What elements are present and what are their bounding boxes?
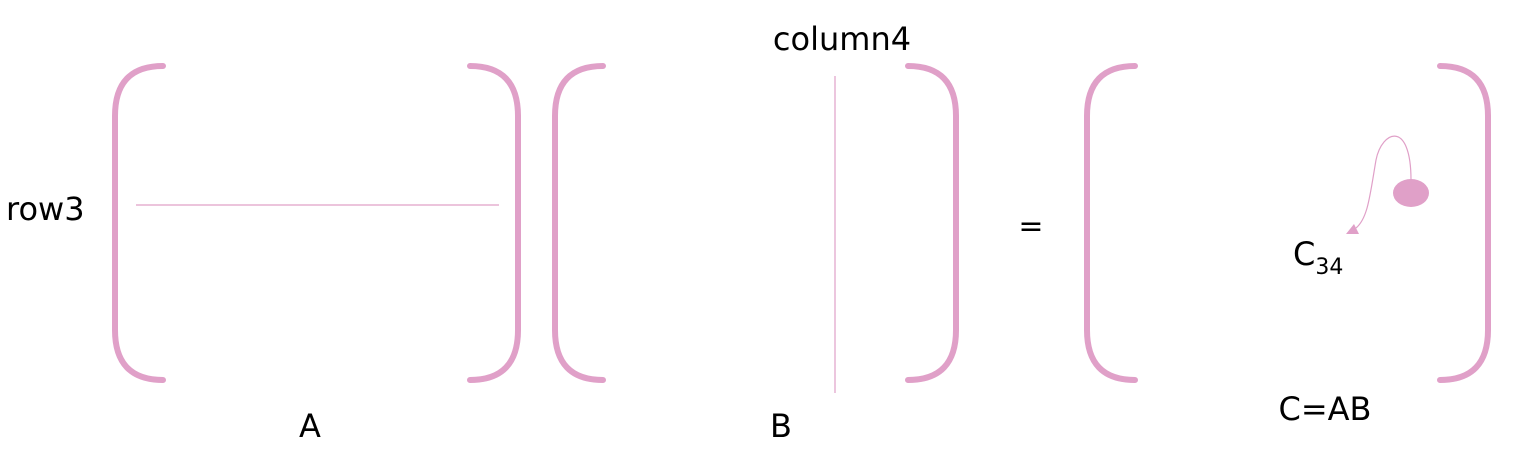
matrix-c-right-bracket xyxy=(1437,63,1491,383)
element-pointer-arrowhead xyxy=(1346,224,1359,234)
matrix-c xyxy=(1084,63,1491,383)
matrix-a-right-bracket xyxy=(467,63,521,383)
column-label: column4 xyxy=(773,20,911,58)
matrix-a xyxy=(112,63,521,383)
row-label: row3 xyxy=(6,190,85,228)
element-c34-label: C34 xyxy=(1293,235,1343,280)
matrix-b xyxy=(552,63,959,393)
element-pointer-curve xyxy=(1355,135,1412,229)
matrix-c-left-bracket xyxy=(1084,63,1138,383)
element-c34-dot xyxy=(1393,179,1429,207)
matrix-a-label: A xyxy=(299,407,321,445)
matrix-b-right-bracket xyxy=(905,63,959,383)
element-c34-base: C xyxy=(1293,235,1315,273)
matrix-a-left-bracket xyxy=(112,63,166,383)
equals-sign: = xyxy=(1018,209,1043,244)
element-c34-subscript: 34 xyxy=(1315,255,1343,280)
matrix-b-label: B xyxy=(770,407,792,445)
product-label: C=AB xyxy=(1279,390,1372,428)
matrix-b-left-bracket xyxy=(552,63,606,383)
